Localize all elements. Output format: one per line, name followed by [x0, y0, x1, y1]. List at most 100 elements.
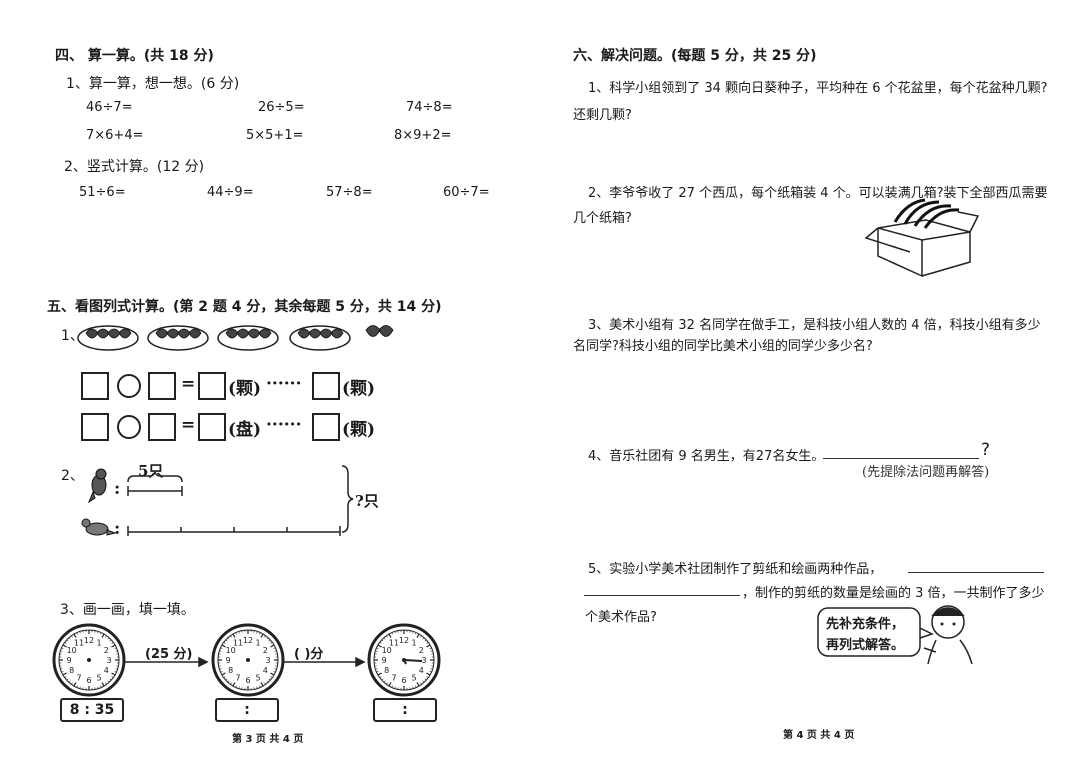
clock-tick [230, 682, 232, 685]
clock-number: 1 [411, 639, 416, 648]
calc-item: 46÷7= [86, 100, 133, 115]
time-box[interactable]: : [373, 698, 437, 722]
clock-tick [101, 633, 105, 638]
clock-tick [115, 650, 118, 652]
answer-box[interactable] [148, 372, 176, 400]
clock-number: 7 [391, 673, 396, 682]
clock-tick [274, 650, 277, 652]
problem-2-line: 几个纸箱? [573, 211, 632, 226]
clock-tick [429, 647, 432, 649]
q5-2-number: 2、 [61, 468, 84, 484]
problem-1-line: 1、科学小组领到了 34 颗向日葵种子，平均种在 6 个花盆里，每个花盆种几颗? [588, 81, 1048, 96]
condition-blank[interactable] [908, 572, 1044, 573]
clock-tick [238, 686, 240, 689]
condition-blank[interactable] [584, 595, 740, 596]
clock-tick [420, 682, 422, 685]
clock-tick [394, 686, 396, 689]
answer-box[interactable] [198, 372, 226, 400]
clock-face [367, 623, 441, 697]
clock-number: 9 [66, 656, 71, 665]
clock-number: 11 [233, 639, 243, 648]
clock-tick [73, 633, 77, 638]
clock-tick [429, 671, 432, 673]
clock-number: 12 [84, 636, 94, 645]
answer-box[interactable] [81, 413, 109, 441]
clock-tick [386, 635, 388, 638]
clock-tick [60, 650, 63, 652]
clock-number: 5 [96, 673, 101, 682]
clock-tick [424, 639, 427, 642]
duration-label: (25 分) [145, 647, 193, 662]
clock-tick [61, 647, 64, 649]
clock-tick [266, 637, 269, 640]
section-4-title: 四、 算一算。(共 18 分) [55, 48, 214, 64]
clock-number: 3 [265, 656, 270, 665]
answer-box[interactable] [148, 413, 176, 441]
clock-number: 5 [411, 673, 416, 682]
clock-tick [219, 668, 222, 670]
clock-center [246, 658, 250, 662]
clock-tick [381, 639, 384, 642]
clock-number: 10 [226, 646, 236, 655]
question-mark: ? [981, 440, 991, 460]
clock-tick [220, 671, 223, 673]
clock-tick [230, 635, 232, 638]
unit-label: (颗) [342, 379, 376, 399]
clock-tick [235, 632, 237, 635]
clock-tick [268, 639, 271, 642]
clock-number: 10 [67, 646, 77, 655]
operator-circle[interactable] [117, 415, 141, 439]
duration-label: ( )分 [294, 647, 324, 662]
calc-item: 26÷5= [258, 100, 305, 115]
equals-sign: = [181, 374, 196, 394]
clock-tick [71, 682, 73, 685]
clock-tick [264, 682, 266, 685]
question-blank[interactable] [823, 458, 979, 459]
clock-tick [377, 672, 382, 676]
clock-tick [64, 676, 67, 678]
clock-number: 11 [74, 639, 84, 648]
clock-tick [62, 644, 67, 648]
page-footer-left: 第 3 页 共 4 页 [232, 734, 304, 745]
q2-title: 2、竖式计算。(12 分) [64, 159, 205, 175]
clock-number: 5 [255, 673, 260, 682]
clock-tick [107, 680, 110, 683]
clock-tick [68, 637, 71, 640]
clock-tick [109, 678, 112, 681]
clock-number: 8 [228, 666, 233, 675]
clock-tick [426, 672, 431, 676]
answer-box[interactable] [312, 372, 340, 400]
answer-box[interactable] [312, 413, 340, 441]
clock-tick [416, 682, 420, 687]
clock-tick [375, 650, 378, 652]
answer-box[interactable] [81, 372, 109, 400]
clock-tick [412, 686, 414, 689]
clock-tick [422, 680, 425, 683]
clock-tick [377, 644, 382, 648]
clock-face [211, 623, 285, 697]
clock-tick [270, 642, 273, 644]
operator-circle[interactable] [117, 374, 141, 398]
clock-tick [105, 682, 107, 685]
time-box[interactable]: : [215, 698, 279, 722]
calc-item: 7×6+4= [86, 128, 144, 143]
clock-number: 4 [419, 666, 424, 675]
clock-tick [232, 682, 236, 687]
problem-5-line: 个美术作品? [585, 610, 657, 625]
clock-tick [259, 685, 261, 688]
clock-number: 2 [263, 646, 268, 655]
clock-tick [107, 637, 110, 640]
clock-tick [424, 678, 427, 681]
clock-number: 12 [243, 636, 253, 645]
clock-tick [115, 668, 118, 670]
time-box[interactable]: 8 : 35 [60, 698, 124, 722]
problem-2-line: 2、李爷爷收了 27 个西瓜，每个纸箱装 4 个。可以装满几箱?装下全部西瓜需要 [588, 186, 1048, 201]
answer-box[interactable] [198, 413, 226, 441]
problem-1-line: 还剩几颗? [573, 108, 632, 123]
clock-tick [381, 678, 384, 681]
clock-tick [426, 642, 429, 644]
clock-tick [273, 647, 276, 649]
section-5-title: 五、看图列式计算。(第 2 题 4 分，其余每题 5 分，共 14 分) [47, 299, 442, 315]
